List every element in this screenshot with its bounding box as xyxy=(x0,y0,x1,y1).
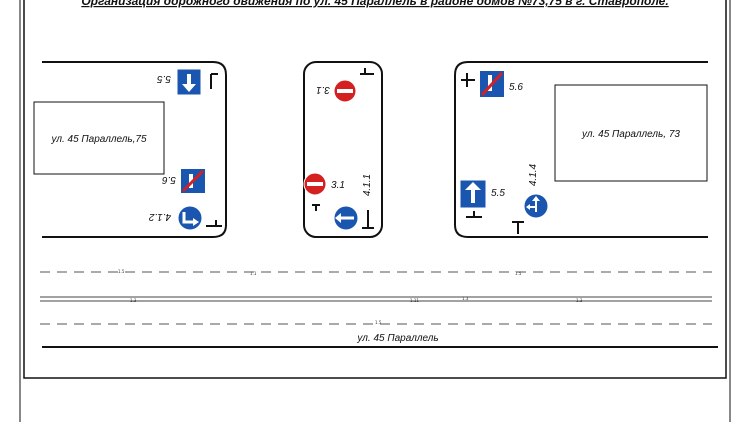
sign-4-1-1: 4.1.1 xyxy=(333,174,374,231)
marking-label-3: 1.5 xyxy=(515,271,522,276)
sign-3-1-top: 3.1 xyxy=(316,68,374,103)
page-title: Организация дорожного движения по ул. 45… xyxy=(81,0,668,8)
marking-label-4: 1.3 xyxy=(130,298,137,303)
svg-text:5.6: 5.6 xyxy=(509,82,523,93)
marking-label-6: 1.3 xyxy=(462,296,469,301)
street-label: ул. 45 Параллель xyxy=(356,333,438,344)
svg-text:5.6: 5.6 xyxy=(162,174,176,185)
sign-4-1-4: 4.1.4 xyxy=(512,163,549,234)
marking-label-8: 1.5 xyxy=(375,320,382,325)
inner-frame xyxy=(23,0,727,379)
sign-5-6-right: 5.6 xyxy=(461,71,523,97)
sign-5-6-left: 5.6 xyxy=(162,169,205,193)
right-building-label: ул. 45 Параллель, 73 xyxy=(581,129,680,140)
marking-label-7: 1.3 xyxy=(576,298,583,303)
marking-label-1: 1.5 xyxy=(118,269,125,274)
sign-5-5-left: 5.5 xyxy=(157,68,218,96)
sign-5-5-right: 5.5 xyxy=(459,179,505,218)
arrow-up-icon xyxy=(471,188,475,203)
right-block-kerb xyxy=(454,61,708,238)
middle-island xyxy=(303,61,383,238)
sign-4-1-2: 4.1.2 xyxy=(148,205,222,231)
svg-text:4.1.4: 4.1.4 xyxy=(528,163,539,186)
svg-text:3.1: 3.1 xyxy=(316,84,330,95)
no-entry-icon xyxy=(337,89,353,93)
sign-3-1-mid: 3.1 xyxy=(303,172,345,211)
svg-text:4.1.1: 4.1.1 xyxy=(362,174,373,196)
end-of-lane-stroke xyxy=(181,169,205,193)
right-building xyxy=(554,84,708,182)
svg-text:4.1.2: 4.1.2 xyxy=(148,211,171,222)
arrow-turn-icon xyxy=(182,212,195,224)
left-building-label: ул. 45 Параллель,75 xyxy=(50,134,147,145)
arrow-down-icon xyxy=(187,74,191,84)
left-block-kerb xyxy=(42,61,227,238)
marking-label-2: 1.1 xyxy=(250,271,257,276)
svg-text:5.5: 5.5 xyxy=(157,73,171,84)
svg-text:3.1: 3.1 xyxy=(331,180,345,191)
svg-text:5.5: 5.5 xyxy=(491,188,505,199)
left-building xyxy=(33,101,165,175)
marking-label-5: 1.11 xyxy=(410,298,419,303)
